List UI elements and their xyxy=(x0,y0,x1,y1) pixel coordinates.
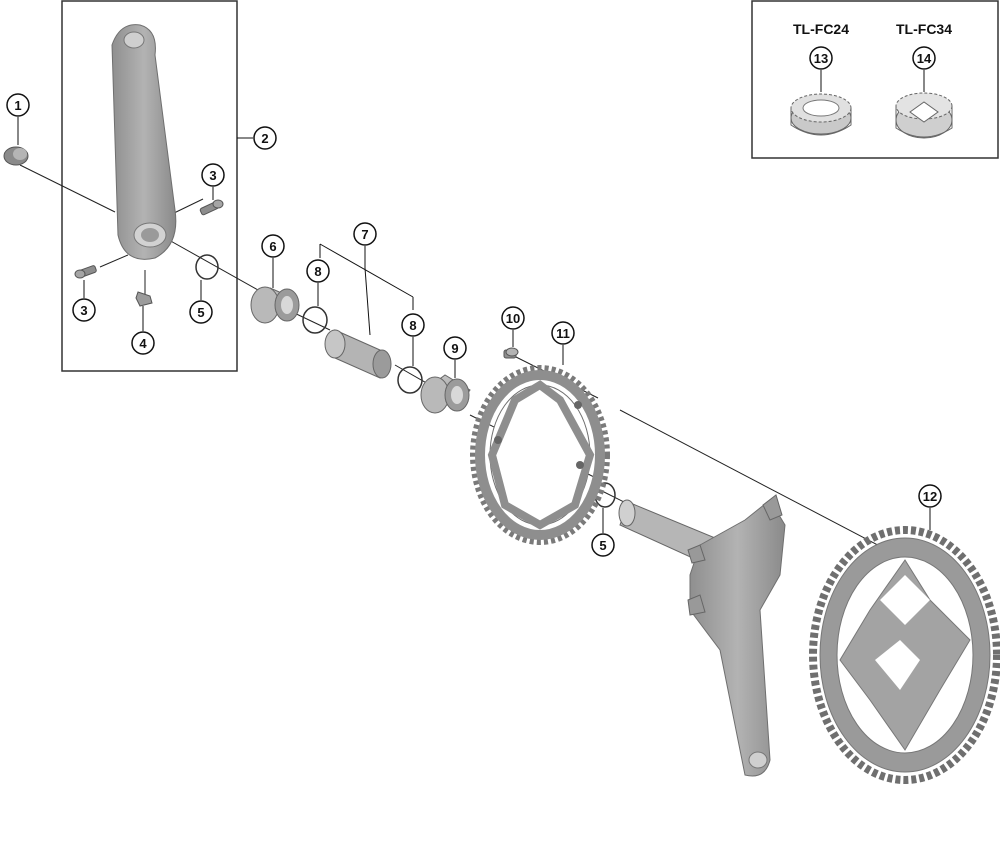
outer-chainring xyxy=(809,526,1000,784)
callout-10: 10 xyxy=(501,306,525,330)
crank-arm-bolt-lower xyxy=(74,265,97,279)
callout-1: 1 xyxy=(6,93,30,117)
inner-cover-ring-left xyxy=(302,306,328,334)
inner-cover-tube xyxy=(324,329,392,379)
callout-8-right: 8 xyxy=(401,313,425,337)
callout-6: 6 xyxy=(261,234,285,258)
callout-5-left-label: 5 xyxy=(197,305,204,320)
callout-2-label: 2 xyxy=(261,131,268,146)
callout-11: 11 xyxy=(551,321,575,345)
tool-tl-fc24-icon xyxy=(790,93,852,136)
left-crank-arm xyxy=(111,24,177,260)
left-adapter-cup xyxy=(250,286,300,324)
chainring-fixing-bolt xyxy=(503,347,519,359)
callout-4: 4 xyxy=(131,331,155,355)
crank-arm-fixing-bolt xyxy=(3,146,29,166)
callout-3-lower-label: 3 xyxy=(80,303,87,318)
o-ring-left xyxy=(195,254,219,280)
callout-14: 14 xyxy=(912,46,936,70)
callout-9-label: 9 xyxy=(451,341,458,356)
tool-tl-fc34-icon xyxy=(895,92,953,139)
callout-5-right: 5 xyxy=(591,533,615,557)
callout-3-lower: 3 xyxy=(72,298,96,322)
inner-chainring xyxy=(470,365,610,545)
tool-label-tl-fc24: TL-FC24 xyxy=(793,21,849,37)
tool-label-tl-fc34: TL-FC34 xyxy=(896,21,952,37)
callout-6-label: 6 xyxy=(269,239,276,254)
callout-13: 13 xyxy=(809,46,833,70)
tools-box xyxy=(751,0,999,159)
callout-7-label: 7 xyxy=(361,227,368,242)
callout-14-label: 14 xyxy=(917,51,932,66)
callout-12-label: 12 xyxy=(923,489,937,504)
callout-8-right-label: 8 xyxy=(409,318,416,333)
callout-11-label: 11 xyxy=(556,326,570,341)
callout-12: 12 xyxy=(918,484,942,508)
callout-3-upper: 3 xyxy=(201,163,225,187)
callout-8-left-label: 8 xyxy=(314,264,321,279)
callout-1-label: 1 xyxy=(14,98,21,113)
callout-leaders xyxy=(17,70,931,533)
right-adapter-cup xyxy=(420,374,471,414)
callout-5-right-label: 5 xyxy=(599,538,606,553)
callout-4-label: 4 xyxy=(139,336,147,351)
callout-8-left: 8 xyxy=(306,259,330,283)
callout-7: 7 xyxy=(353,222,377,246)
inner-cover-ring-right xyxy=(397,366,423,394)
callout-9: 9 xyxy=(443,336,467,360)
crank-arm-bolt-upper xyxy=(199,199,224,216)
callout-10-label: 10 xyxy=(506,311,520,326)
callout-3-upper-label: 3 xyxy=(209,168,216,183)
callout-2: 2 xyxy=(253,126,277,150)
stopper-plate xyxy=(135,291,153,307)
callout-5-left: 5 xyxy=(189,300,213,324)
right-crank-arm-with-spindle xyxy=(618,494,786,777)
callout-13-label: 13 xyxy=(814,51,828,66)
